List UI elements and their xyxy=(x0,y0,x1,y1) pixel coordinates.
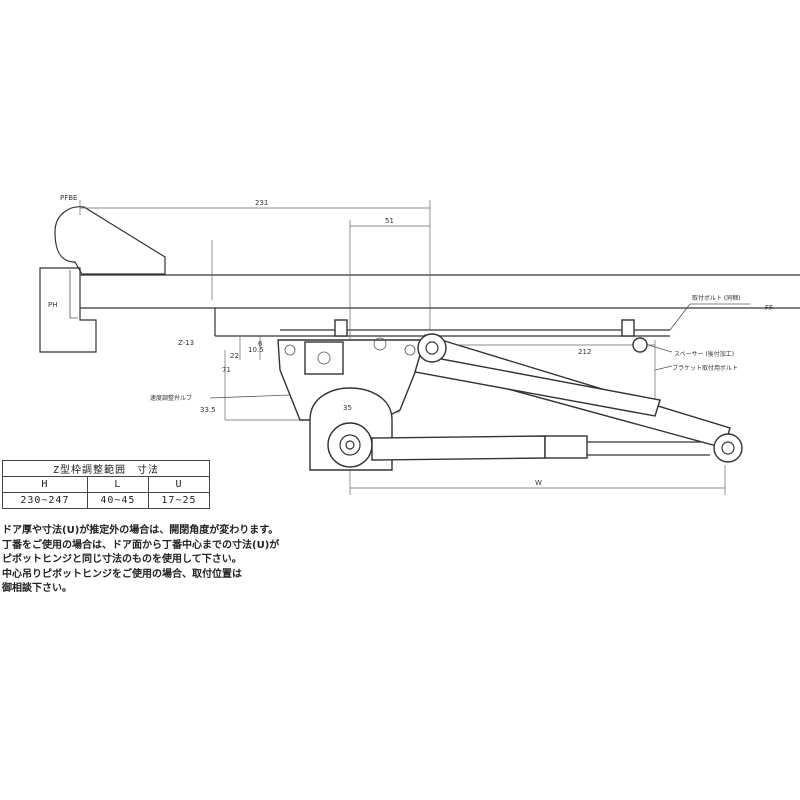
dim-height-total: 71 xyxy=(222,366,231,374)
dim-bottom: W xyxy=(535,479,542,487)
dim-arm-offset: 51 xyxy=(385,217,394,225)
dimension-labels: 231 51 212 35 71 Z-13 22 10.5 6 33.5 W P… xyxy=(48,194,773,487)
note-line: ピボットヒンジと同じ寸法のものを使用して下さい。 xyxy=(2,554,242,565)
label-right-frame: FF xyxy=(765,304,773,312)
dim-small-c: 6 xyxy=(258,340,263,348)
dim-small-b: 10.5 xyxy=(248,346,264,354)
table-header-h: H xyxy=(2,476,88,493)
dim-overall-width: 231 xyxy=(255,199,268,207)
adjustment-range-table: Z型枠調整範囲 寸法 H L U 230~247 40~45 17~25 xyxy=(2,460,211,509)
closer-arms xyxy=(334,319,743,463)
dim-door-edge: Z-13 xyxy=(178,339,194,347)
callout-leaders xyxy=(209,303,750,399)
callout-mid: スペーサー (後付加工) xyxy=(674,350,734,358)
note-line: 御相談下さい。 xyxy=(2,583,72,594)
callout-left: 速度調整弁ルブ xyxy=(150,394,192,402)
label-frame-top: PFBE xyxy=(60,194,77,202)
table-header-l: L xyxy=(86,476,149,493)
dim-arm-length: 212 xyxy=(578,348,591,356)
dim-body-width: 35 xyxy=(343,404,352,412)
label-door-side: PH xyxy=(48,301,58,309)
table-value-u: 17~25 xyxy=(147,492,211,509)
frame-profile xyxy=(39,206,800,353)
dim-gap: 33.5 xyxy=(200,406,216,414)
table-value-l: 40~45 xyxy=(86,492,149,509)
table-title: Z型枠調整範囲 寸法 xyxy=(2,460,210,477)
installation-notes: ドア厚や寸法(U)が推定外の場合は、開閉角度が変わります。 丁番をご使用の場合は… xyxy=(2,524,422,597)
note-line: 丁番をご使用の場合は、ドア面から丁番中心までの寸法(U)が xyxy=(2,539,280,551)
table-header-u: U xyxy=(147,476,211,493)
callout-lower: ブラケット取付用ボルト xyxy=(672,364,738,372)
note-line: 中心吊りピボットヒンジをご使用の場合、取付位置は xyxy=(2,568,242,580)
callout-top: 取付ボルト (同梱) xyxy=(692,294,741,302)
note-line: ドア厚や寸法(U)が推定外の場合は、開閉角度が変わります。 xyxy=(2,525,279,536)
dim-small-a: 22 xyxy=(230,352,239,360)
table-value-h: 230~247 xyxy=(2,492,88,509)
